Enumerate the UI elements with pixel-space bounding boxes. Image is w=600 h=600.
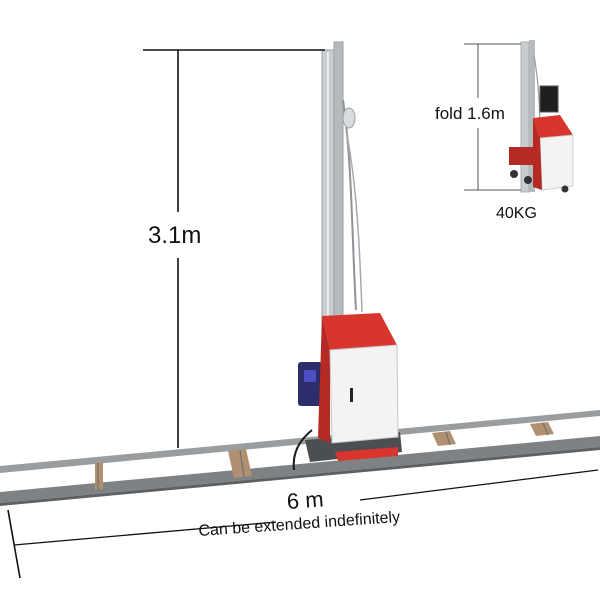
dimension-lines — [7, 43, 599, 579]
height-label: 3.1m — [148, 222, 202, 249]
printer-main — [292, 41, 402, 471]
rail-track — [0, 410, 600, 506]
weight-label: 40KG — [496, 205, 537, 222]
rail-length-label: 6 m — [286, 486, 325, 514]
fold-height-label: fold 1.6m — [435, 104, 505, 123]
printer-folded-inset — [509, 40, 574, 193]
